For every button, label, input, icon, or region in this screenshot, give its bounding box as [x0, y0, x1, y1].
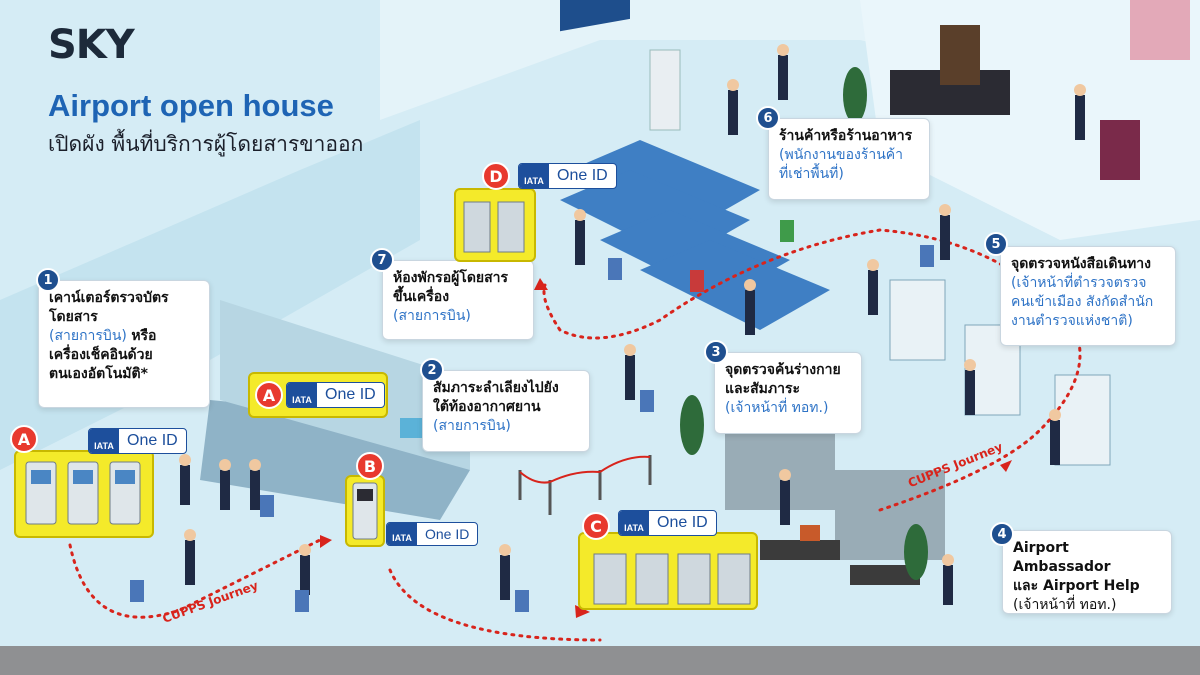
page-title: Airport open house — [48, 88, 334, 123]
one-id-badge-a-counter: IATA One ID — [286, 382, 385, 408]
boarding-gates-highlight — [454, 188, 536, 262]
number-badge-4: 4 — [990, 522, 1014, 546]
callout-passport-control: จุดตรวจหนังสือเดินทาง (เจ้าหน้าที่ตำรวจต… — [1000, 246, 1176, 346]
security-gates-highlight — [578, 532, 758, 610]
callout-boarding-lounge: ห้องพักรอผู้โดยสาร ขึ้นเครื่อง (สายการบิ… — [382, 260, 534, 340]
security-scanners — [725, 430, 945, 585]
callout-1-main: เคาน์เตอร์ตรวจบัตร โดยสาร — [49, 290, 169, 325]
bag-drop-highlight — [345, 475, 385, 547]
one-id-badge-d: IATA One ID — [518, 163, 617, 189]
self-checkin-kiosks-highlight — [14, 450, 154, 538]
bottom-bar — [0, 646, 1200, 675]
callout-1-role: (สายการบิน) — [49, 327, 127, 344]
boarding-gate-icons — [463, 201, 525, 253]
one-id-label: One ID — [325, 386, 376, 403]
callout-1-extra: หรือ เครื่องเช็คอินด้วย ตนเองอัตโนมัติ* — [49, 327, 157, 382]
plants — [680, 67, 928, 580]
one-id-label: One ID — [657, 514, 708, 531]
kiosk-pole — [649, 49, 681, 131]
iata-logo-icon: IATA — [89, 429, 119, 453]
marker-b: B — [356, 452, 384, 480]
shop-racks — [890, 0, 1190, 180]
flight-board — [560, 0, 630, 32]
people — [179, 44, 1086, 605]
callout-3-role: (เจ้าหน้าที่ ทอท.) — [725, 399, 829, 416]
luggage — [130, 220, 934, 612]
sky-logo: SKY — [48, 22, 135, 68]
callout-security: จุดตรวจค้นร่างกาย และสัมภาระ (เจ้าหน้าที… — [714, 352, 862, 434]
marker-a-counter: A — [255, 381, 283, 409]
brand-text: SKY — [48, 22, 135, 68]
callout-4-role: (เจ้าหน้าที่ ทอท.) — [1013, 596, 1117, 613]
iata-logo-icon: IATA — [619, 511, 649, 535]
one-id-label: One ID — [557, 167, 608, 184]
callout-baggage: สัมภาระลำเลียงไปยัง ใต้ท้องอากาศยาน (สาย… — [422, 370, 590, 452]
number-badge-3: 3 — [704, 340, 728, 364]
gate-seats — [560, 140, 830, 330]
callout-7-main: ห้องพักรอผู้โดยสาร ขึ้นเครื่อง — [393, 270, 509, 305]
iata-logo-icon: IATA — [519, 164, 549, 188]
callout-3-main: จุดตรวจค้นร่างกาย และสัมภาระ — [725, 362, 841, 397]
journey-arrows — [320, 278, 1012, 618]
number-badge-1: 1 — [36, 268, 60, 292]
one-id-label: One ID — [127, 432, 178, 449]
iata-logo-icon: IATA — [287, 383, 317, 407]
queue-ropes — [519, 455, 651, 484]
one-id-badge-a-kiosk: IATA One ID — [88, 428, 187, 454]
callout-4-main: Airport Ambassador และ Airport Help — [1013, 540, 1140, 594]
marker-a-kiosk: A — [10, 425, 38, 453]
callout-5-role: (เจ้าหน้าที่ตำรวจตรวจ คนเข้าเมือง สังกัด… — [1011, 274, 1154, 329]
callout-2-main: สัมภาระลำเลียงไปยัง ใต้ท้องอากาศยาน — [433, 380, 559, 415]
callout-6-role: (พนักงานของร้านค้า ที่เช่าพื้นที่) — [779, 146, 903, 182]
callout-shops: ร้านค้าหรือร้านอาหาร (พนักงานของร้านค้า … — [768, 118, 930, 200]
number-badge-5: 5 — [984, 232, 1008, 256]
journey-dotted-path — [68, 228, 1082, 642]
bag-drop-kiosk-icon — [352, 482, 378, 540]
callout-5-main: จุดตรวจหนังสือเดินทาง — [1011, 256, 1151, 272]
e-gate-icons — [593, 553, 751, 605]
number-badge-6: 6 — [756, 106, 780, 130]
callout-2-role: (สายการบิน) — [433, 417, 511, 434]
callout-checkin-counter: เคาน์เตอร์ตรวจบัตร โดยสาร (สายการบิน) หร… — [38, 280, 210, 408]
marker-d: D — [482, 162, 510, 190]
callout-ambassador: Airport Ambassador และ Airport Help (เจ้… — [1002, 530, 1172, 614]
number-badge-2: 2 — [420, 358, 444, 382]
queue-posts — [518, 455, 652, 515]
kiosk-icons — [25, 461, 141, 525]
page-subtitle: เปิดผัง พื้นที่บริการผู้โดยสารขาออก — [48, 132, 364, 156]
one-id-badge-b: IATA One ID — [386, 522, 479, 546]
one-id-badge-c: IATA One ID — [618, 510, 717, 536]
callout-7-role: (สายการบิน) — [393, 307, 471, 324]
number-badge-7: 7 — [370, 248, 394, 272]
one-id-label: One ID — [425, 526, 470, 542]
iata-logo-icon: IATA — [387, 523, 417, 545]
callout-6-main: ร้านค้าหรือร้านอาหาร — [779, 128, 913, 144]
marker-c: C — [582, 512, 610, 540]
